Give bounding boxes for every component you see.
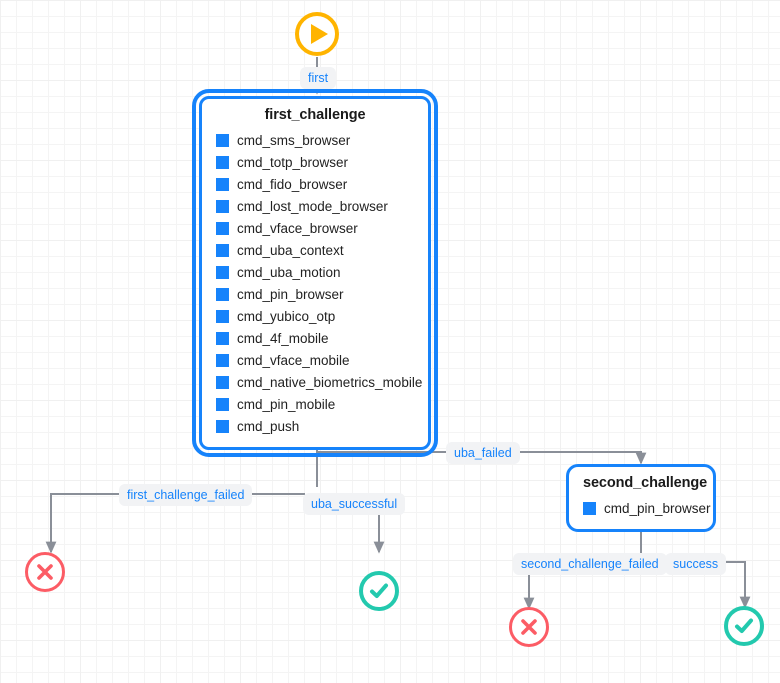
list-item[interactable]: cmd_lost_mode_browser [216,195,414,217]
list-item[interactable]: cmd_pin_browser [583,497,711,519]
command-icon [216,353,229,367]
command-icon [583,501,596,515]
list-item-label: cmd_uba_motion [237,264,341,280]
command-icon [216,309,229,323]
list-item[interactable]: cmd_pin_mobile [216,393,414,415]
command-icon [216,265,229,279]
terminal-failure-first[interactable] [25,552,65,592]
list-item[interactable]: cmd_vface_browser [216,217,414,239]
edge-label-uba-failed[interactable]: uba_failed [446,442,520,464]
list-item[interactable]: cmd_pin_browser [216,283,414,305]
list-item-label: cmd_native_biometrics_mobile [237,374,423,390]
list-item-label: cmd_totp_browser [237,154,349,170]
check-icon [370,583,388,598]
list-item[interactable]: cmd_native_biometrics_mobile [216,371,422,393]
node-first-challenge[interactable]: first_challenge cmd_sms_browser cmd_totp… [192,89,438,457]
edge-label-first-challenge-failed[interactable]: first_challenge_failed [119,484,253,506]
command-icon [216,331,229,345]
list-item-label: cmd_push [237,418,300,434]
list-item-label: cmd_pin_browser [604,500,711,516]
command-icon [216,199,229,213]
edge-label-success[interactable]: success [665,553,727,575]
list-item-label: cmd_sms_browser [237,132,351,148]
terminal-failure-second[interactable] [509,607,549,647]
command-icon [216,287,229,301]
check-icon [735,618,753,633]
list-item[interactable]: cmd_sms_browser [216,129,414,151]
command-icon [216,397,229,411]
list-item-label: cmd_pin_browser [237,286,344,302]
list-item[interactable]: cmd_uba_context [216,239,414,261]
list-item[interactable]: cmd_uba_motion [216,261,414,283]
command-icon [216,133,229,147]
x-icon [37,564,53,580]
node-item-list: cmd_pin_browser [583,497,711,519]
list-item-label: cmd_4f_mobile [237,330,329,346]
terminal-success-uba[interactable] [359,571,399,611]
list-item[interactable]: cmd_push [216,415,414,437]
list-item[interactable]: cmd_yubico_otp [216,305,414,327]
list-item[interactable]: cmd_vface_mobile [216,349,414,371]
list-item-label: cmd_uba_context [237,242,344,258]
command-icon [216,243,229,257]
list-item[interactable]: cmd_fido_browser [216,173,414,195]
edge-label-first[interactable]: first [300,67,337,89]
list-item[interactable]: cmd_4f_mobile [216,327,414,349]
play-icon [311,24,328,44]
edge-label-second-challenge-failed[interactable]: second_challenge_failed [513,553,667,575]
edge-label-uba-successful[interactable]: uba_successful [303,493,406,515]
list-item-label: cmd_pin_mobile [237,396,336,412]
command-icon [216,375,229,389]
list-item-label: cmd_fido_browser [237,176,348,192]
command-icon [216,419,229,433]
list-item-label: cmd_lost_mode_browser [237,198,388,214]
x-icon [521,619,537,635]
command-icon [216,155,229,169]
node-title: first_challenge [264,107,366,123]
terminal-success-second[interactable] [724,606,764,646]
node-item-list: cmd_sms_browser cmd_totp_browser cmd_fid… [216,129,422,437]
command-icon [216,221,229,235]
start-node[interactable] [295,12,339,56]
list-item[interactable]: cmd_totp_browser [216,151,414,173]
list-item-label: cmd_vface_mobile [237,352,350,368]
list-item-label: cmd_vface_browser [237,220,358,236]
command-icon [216,177,229,191]
list-item-label: cmd_yubico_otp [237,308,336,324]
node-title: second_challenge [583,475,708,491]
node-second-challenge[interactable]: second_challenge cmd_pin_browser [566,464,716,532]
